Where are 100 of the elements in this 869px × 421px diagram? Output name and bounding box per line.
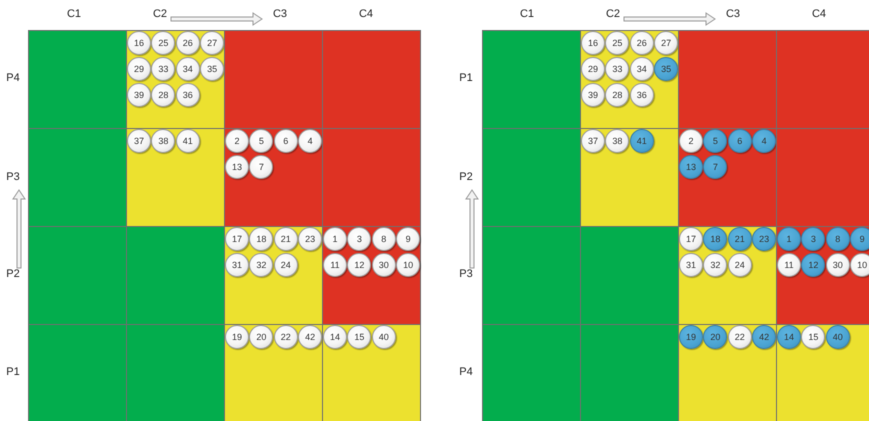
grid-cell — [678, 30, 777, 129]
number-circle: 29 — [581, 57, 605, 81]
number-circle: 23 — [298, 227, 322, 251]
grid-cell — [482, 30, 581, 129]
number-circle: 23 — [752, 227, 776, 251]
number-circle: 10 — [850, 253, 869, 277]
number-circle: 34 — [176, 57, 200, 81]
grid-cell — [126, 128, 225, 227]
number-circle: 31 — [225, 253, 249, 277]
number-circle: 25 — [605, 31, 630, 55]
number-circle: 33 — [151, 57, 176, 81]
number-circle: 16 — [581, 31, 605, 55]
number-circle: 12 — [347, 253, 372, 277]
number-circle: 1 — [777, 227, 801, 251]
number-circle: 2 — [679, 129, 703, 153]
number-circle: 12 — [801, 253, 826, 277]
grid-cell — [580, 324, 679, 421]
grid-cell — [580, 30, 679, 129]
grid-cell — [28, 226, 127, 325]
number-circle: 26 — [176, 31, 200, 55]
number-circle: 25 — [151, 31, 176, 55]
number-circle: 33 — [605, 57, 630, 81]
grid-cell — [482, 324, 581, 421]
grid-cell — [28, 128, 127, 227]
grid-cell — [776, 324, 869, 421]
number-circle: 35 — [200, 57, 224, 81]
row-label: P4 — [459, 366, 473, 378]
number-circle: 18 — [703, 227, 728, 251]
number-circle: 17 — [225, 227, 249, 251]
row-label: P2 — [6, 268, 20, 280]
row-label: P4 — [6, 72, 20, 84]
number-circle: 28 — [151, 83, 176, 107]
number-circle: 38 — [151, 129, 176, 153]
number-circle: 30 — [826, 253, 850, 277]
number-circle: 41 — [176, 129, 200, 153]
number-circle: 10 — [396, 253, 420, 277]
number-circle: 3 — [801, 227, 826, 251]
column-label: C4 — [358, 8, 374, 20]
number-circle: 19 — [225, 325, 249, 349]
row-label: P3 — [6, 171, 20, 183]
number-circle: 31 — [679, 253, 703, 277]
number-circle: 30 — [372, 253, 396, 277]
number-circle: 1 — [323, 227, 347, 251]
number-circle: 17 — [679, 227, 703, 251]
number-circle: 37 — [581, 129, 605, 153]
column-label: C4 — [812, 8, 826, 20]
number-circle: 34 — [630, 57, 654, 81]
number-circle: 21 — [728, 227, 752, 251]
number-circle: 8 — [826, 227, 850, 251]
number-circle: 37 — [127, 129, 151, 153]
number-circle: 28 — [605, 83, 630, 107]
grid-cell — [678, 128, 777, 227]
number-circle: 32 — [249, 253, 274, 277]
grid-cell — [322, 226, 421, 325]
grid-cell — [224, 30, 323, 129]
number-circle: 15 — [347, 325, 372, 349]
number-circle: 39 — [581, 83, 605, 107]
number-circle: 21 — [274, 227, 298, 251]
grid-cell — [776, 30, 869, 129]
number-circle: 5 — [703, 129, 728, 153]
number-circle: 22 — [274, 325, 298, 349]
number-circle: 6 — [274, 129, 298, 153]
number-circle: 20 — [249, 325, 274, 349]
number-circle: 26 — [630, 31, 654, 55]
grid-cell — [776, 128, 869, 227]
number-circle: 8 — [372, 227, 396, 251]
number-circle: 3 — [347, 227, 372, 251]
number-circle: 7 — [249, 155, 274, 179]
grid-cell — [224, 324, 323, 421]
number-circle: 11 — [777, 253, 801, 277]
number-circle: 36 — [630, 83, 654, 107]
grid-cell — [322, 324, 421, 421]
number-circle: 24 — [728, 253, 752, 277]
number-circle: 22 — [728, 325, 752, 349]
number-circle: 9 — [850, 227, 869, 251]
grid-cell — [678, 324, 777, 421]
grid-cell — [678, 226, 777, 325]
grid-cell — [224, 128, 323, 227]
grid-cell — [126, 324, 225, 421]
column-label: C1 — [520, 8, 534, 20]
number-circle: 5 — [249, 129, 274, 153]
number-circle: 42 — [752, 325, 776, 349]
number-circle: 2 — [225, 129, 249, 153]
number-circle: 11 — [323, 253, 347, 277]
grid-cell — [776, 226, 869, 325]
number-circle: 14 — [323, 325, 347, 349]
column-label: C2 — [152, 8, 168, 20]
number-circle: 42 — [298, 325, 322, 349]
number-circle: 19 — [679, 325, 703, 349]
number-circle: 41 — [630, 129, 654, 153]
row-label: P1 — [6, 366, 20, 378]
number-circle: 24 — [274, 253, 298, 277]
row-label: P2 — [459, 171, 473, 183]
grid-cell — [482, 226, 581, 325]
column-label: C3 — [272, 8, 288, 20]
grid-cell — [28, 30, 127, 129]
number-circle: 14 — [777, 325, 801, 349]
number-circle: 6 — [728, 129, 752, 153]
number-circle: 9 — [396, 227, 420, 251]
number-circle: 40 — [826, 325, 850, 349]
